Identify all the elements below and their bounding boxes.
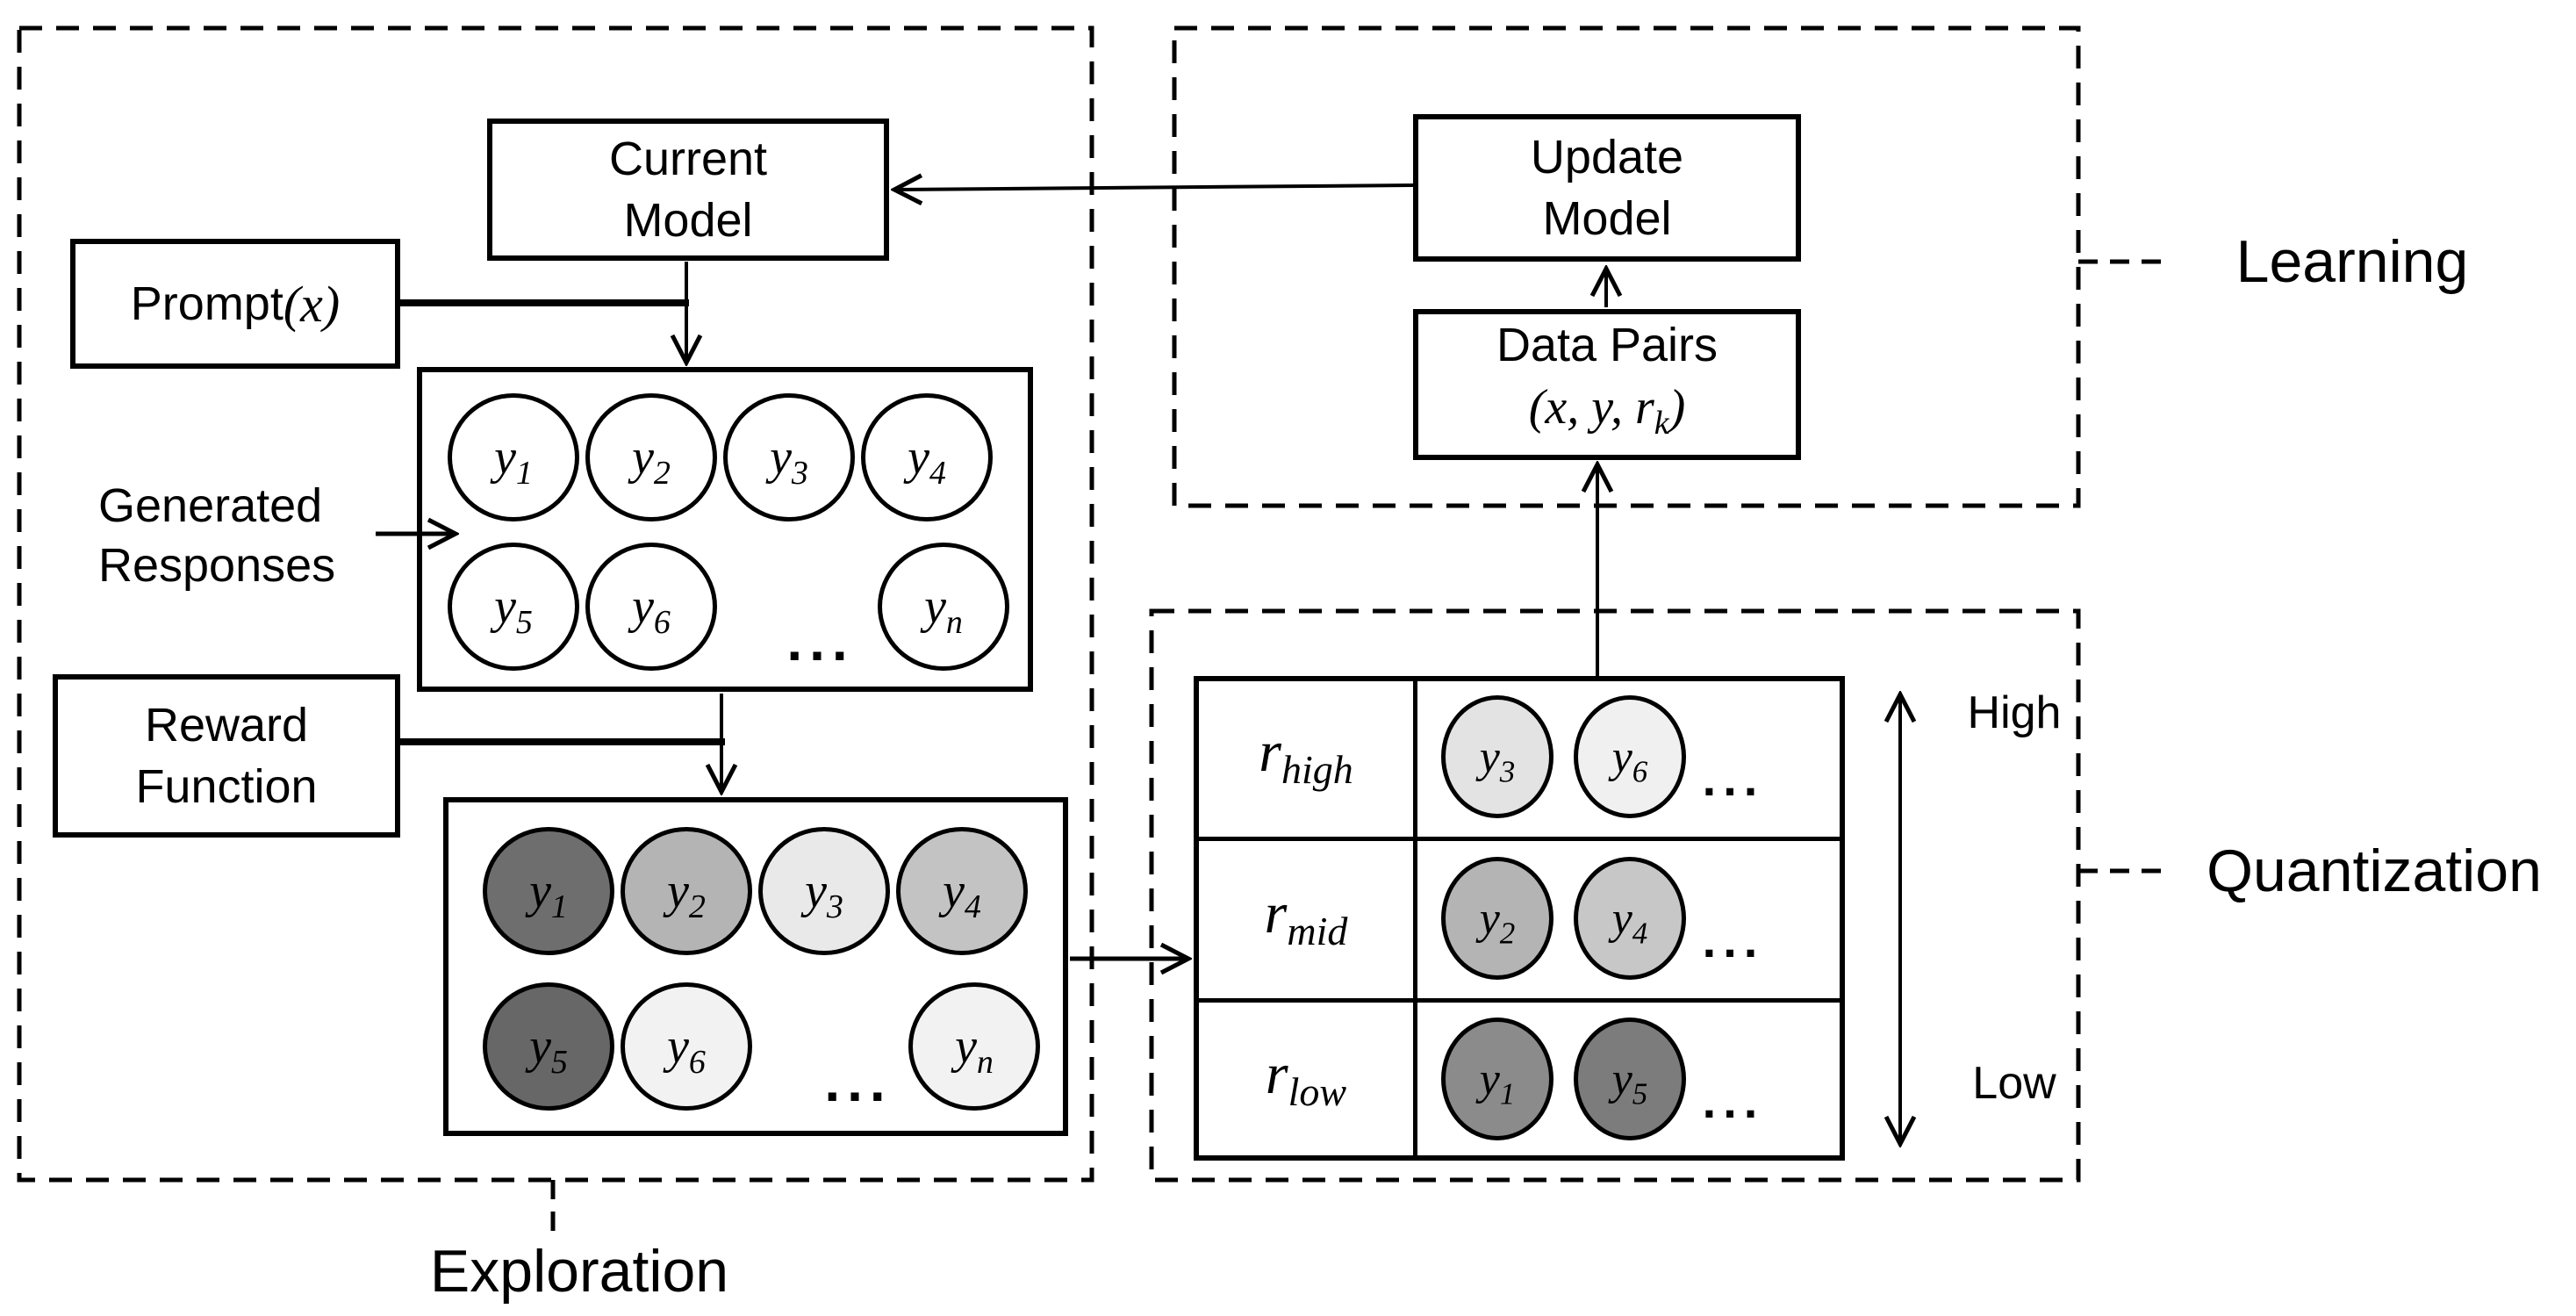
- quantization-section-label: Quantization: [2206, 838, 2542, 904]
- scored-label-y5: y5: [529, 1019, 568, 1082]
- scored-label-y4: y4: [943, 864, 981, 926]
- scored-circle-y2: y2: [621, 827, 752, 955]
- response-circle-y1: y1: [448, 393, 579, 521]
- data-pairs-formula: (x, y, rk): [1528, 379, 1686, 442]
- scored-ellipsis: ...: [824, 1050, 893, 1113]
- circle-label-y4: y4: [908, 430, 946, 493]
- circle-label-yn: yn: [924, 579, 963, 642]
- scale-low-label: Low: [1972, 1058, 2056, 1109]
- scored-label-yn: yn: [955, 1019, 994, 1082]
- reward-function-box: Reward Function: [53, 674, 400, 838]
- table-low-ellipsis: ...: [1702, 1072, 1765, 1128]
- reward-level-mid-label: rmid: [1264, 881, 1348, 954]
- update-model-line1: Update: [1530, 131, 1684, 183]
- data-pairs-box: Data Pairs (x, y, rk): [1413, 309, 1801, 460]
- reward-level-low-label: rlow: [1265, 1041, 1347, 1115]
- arrow-update-to-current-model: [897, 185, 1414, 190]
- circle-label-y3: y3: [770, 430, 808, 493]
- table-high-ellipsis: ...: [1702, 750, 1765, 806]
- prompt-label: Prompt: [130, 277, 283, 330]
- learning-section-label: Learning: [2235, 228, 2469, 295]
- table-mid-ellipsis: ...: [1702, 911, 1765, 967]
- reward-level-high-label: rhigh: [1259, 719, 1353, 793]
- table-circle-high-y6: y6: [1574, 695, 1686, 818]
- table-row-divider-1: [1199, 837, 1840, 841]
- response-circle-y5: y5: [448, 543, 579, 671]
- prompt-math: (x): [283, 275, 341, 333]
- reward-function-line2: Function: [135, 760, 318, 813]
- generated-responses-line1: Generated: [98, 479, 323, 532]
- data-pairs-title: Data Pairs: [1496, 318, 1719, 371]
- reward-function-line1: Reward: [144, 699, 309, 751]
- scale-high-label: High: [1967, 687, 2062, 738]
- table-circle-low-y1: y1: [1441, 1018, 1553, 1140]
- response-circle-yn: yn: [878, 543, 1009, 671]
- scored-circle-y5: y5: [483, 982, 614, 1111]
- generated-ellipsis: ...: [786, 609, 855, 672]
- scored-label-y6: y6: [667, 1019, 706, 1082]
- exploration-section-label: Exploration: [429, 1238, 729, 1305]
- scored-circle-y4: y4: [896, 827, 1028, 955]
- table-row-divider-2: [1199, 998, 1840, 1003]
- scored-circle-yn: yn: [908, 982, 1040, 1111]
- scored-circle-y1: y1: [483, 827, 614, 955]
- table-circle-low-y5: y5: [1574, 1018, 1686, 1140]
- update-model-line2: Model: [1542, 192, 1672, 245]
- circle-label-y5: y5: [494, 579, 533, 642]
- scored-label-y1: y1: [529, 864, 568, 926]
- circle-label-y6: y6: [632, 579, 671, 642]
- response-circle-y3: y3: [723, 393, 855, 521]
- prompt-box: Prompt (x): [70, 239, 400, 369]
- response-circle-y6: y6: [585, 543, 717, 671]
- scored-circle-y6: y6: [621, 982, 752, 1111]
- scored-label-y3: y3: [805, 864, 843, 926]
- current-model-box: Current Model: [487, 119, 889, 261]
- update-model-box: Update Model: [1413, 114, 1801, 262]
- circle-label-y1: y1: [494, 430, 533, 493]
- response-circle-y4: y4: [861, 393, 993, 521]
- current-model-line1: Current: [608, 133, 768, 185]
- scored-label-y2: y2: [667, 864, 706, 926]
- scored-circle-y3: y3: [758, 827, 890, 955]
- generated-responses-label: Generated Responses: [98, 474, 397, 597]
- generated-responses-line2: Responses: [98, 539, 336, 592]
- table-circle-mid-y2: y2: [1441, 857, 1553, 980]
- current-model-line2: Model: [623, 194, 753, 247]
- table-column-divider: [1413, 681, 1417, 1155]
- circle-label-y2: y2: [632, 430, 671, 493]
- response-circle-y2: y2: [585, 393, 717, 521]
- table-circle-high-y3: y3: [1441, 695, 1553, 818]
- table-circle-mid-y4: y4: [1574, 857, 1686, 980]
